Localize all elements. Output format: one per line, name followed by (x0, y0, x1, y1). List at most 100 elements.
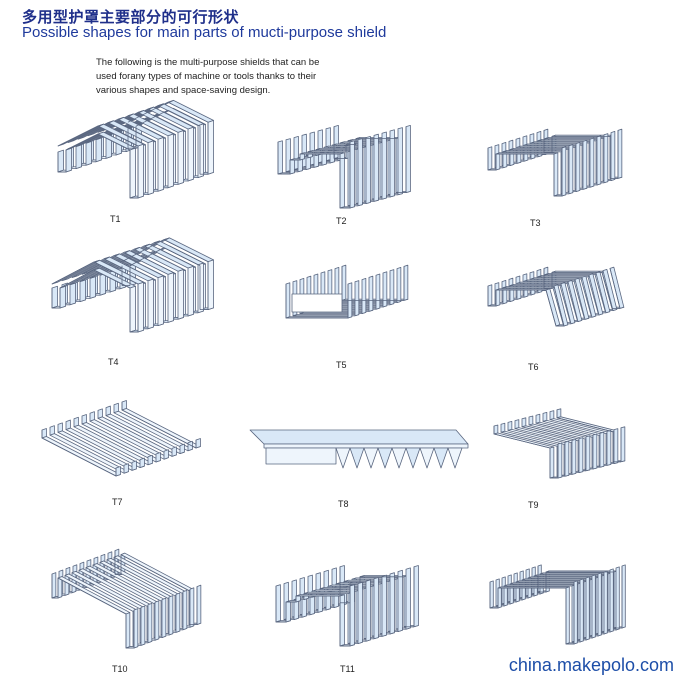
rear-edge (163, 247, 201, 266)
bellows-fold (177, 130, 184, 185)
rear-edge (609, 268, 621, 309)
bellows-fold (285, 600, 291, 623)
bellows-fold (553, 152, 559, 197)
shape-label-t5: T5 (336, 360, 347, 370)
title-chinese: 多用型护罩主要部分的可行形状 (22, 8, 240, 26)
triangle-pleat (447, 447, 463, 469)
bellows-fold (275, 584, 281, 623)
bellows-fold (487, 146, 493, 171)
bellows-fold (597, 572, 602, 637)
bellows-fold (564, 440, 570, 477)
shape-label-t9: T9 (528, 500, 539, 510)
bellows-fold (357, 138, 363, 207)
shield-shape-t9 (490, 400, 635, 490)
front-edge (57, 577, 127, 615)
top-edge (263, 443, 469, 449)
bellows-fold (556, 408, 562, 419)
bellows-fold (349, 584, 355, 647)
bellows-fold (69, 282, 76, 306)
bellows-fold (603, 570, 608, 635)
bellows-fold (615, 566, 620, 631)
front-edge (65, 133, 99, 151)
bellows-fold (535, 413, 541, 424)
bellows-fold (549, 410, 555, 421)
bellows-fold (613, 428, 619, 464)
bellows-fold (51, 572, 57, 599)
bellows-fold (339, 594, 345, 647)
bellows-fold (495, 288, 501, 307)
bellows-fold (585, 435, 591, 472)
bellows-fold (189, 587, 195, 628)
bellows-fold (487, 284, 493, 307)
bellows-fold (542, 412, 548, 422)
shield-drawing-t12 (489, 564, 626, 645)
bellows-fold (75, 144, 82, 169)
bellows-fold (621, 564, 626, 629)
bellows-fold (147, 140, 154, 195)
bellows-fold (382, 271, 388, 308)
bellows-fold (182, 589, 188, 631)
bellows-fold (197, 123, 204, 178)
bellows-fold (155, 452, 161, 463)
bellows-fold (502, 286, 558, 289)
bellows-fold (617, 128, 623, 179)
bellows-fold (578, 437, 584, 473)
bellows-fold (610, 130, 616, 181)
rear-edge (601, 272, 613, 309)
front-edge (545, 289, 557, 327)
bellows-fold (405, 124, 411, 193)
bellows-fold (187, 440, 193, 452)
shield-shape-t5 (276, 254, 426, 344)
triangle-pleat (405, 447, 421, 469)
bellows-fold (568, 144, 574, 195)
bellows-fold (389, 572, 395, 635)
bellows-fold (195, 438, 201, 449)
bellows-fold (139, 457, 145, 468)
window-opening (291, 293, 343, 313)
shield-drawing-t2 (277, 124, 411, 209)
bellows-fold (187, 265, 194, 317)
front-edge (51, 261, 95, 285)
bellows-fold (196, 584, 202, 625)
bellows-fold (65, 147, 72, 173)
bellows-fold (349, 140, 355, 209)
bellows-fold (168, 595, 174, 636)
bellows-fold (571, 439, 577, 475)
bellows-fold (79, 279, 86, 302)
bellows-fold (589, 137, 595, 188)
bellows-fold (365, 579, 371, 642)
top-plate (249, 429, 469, 445)
bellows-fold (59, 285, 66, 309)
bellows-fold (502, 150, 566, 153)
rear-edge (167, 109, 201, 127)
bellows-fold (157, 275, 164, 326)
bellows-fold (140, 605, 146, 646)
bellows-fold (289, 158, 295, 175)
bellows-fold (514, 419, 520, 430)
rear-edge (121, 239, 165, 262)
shape-label-t11: T11 (340, 664, 355, 674)
shield-shape-t4 (46, 237, 226, 342)
watermark-text: china.makepolo.com (508, 655, 674, 675)
bellows-fold (503, 584, 576, 587)
bellows-fold (381, 574, 387, 637)
bellows-fold (375, 273, 381, 310)
bellows-fold (354, 280, 360, 317)
triangle-pleat (349, 447, 365, 469)
bellows-fold (565, 586, 570, 645)
shield-shape-t7 (38, 396, 228, 481)
bellows-fold (606, 430, 612, 466)
bellows-fold (603, 133, 609, 184)
shape-label-t2: T2 (336, 216, 347, 226)
bellows-fold (137, 143, 144, 199)
bellows-fold (591, 574, 596, 639)
bellows-fold (596, 135, 602, 186)
triangle-pleat (391, 447, 407, 469)
bellows-fold (528, 415, 534, 426)
bellows-fold (361, 277, 367, 314)
bellows-fold (51, 285, 58, 309)
bellows-fold (99, 273, 106, 296)
bellows-fold (147, 278, 154, 330)
bellows-fold (588, 273, 604, 316)
triangle-pleat (363, 447, 379, 469)
